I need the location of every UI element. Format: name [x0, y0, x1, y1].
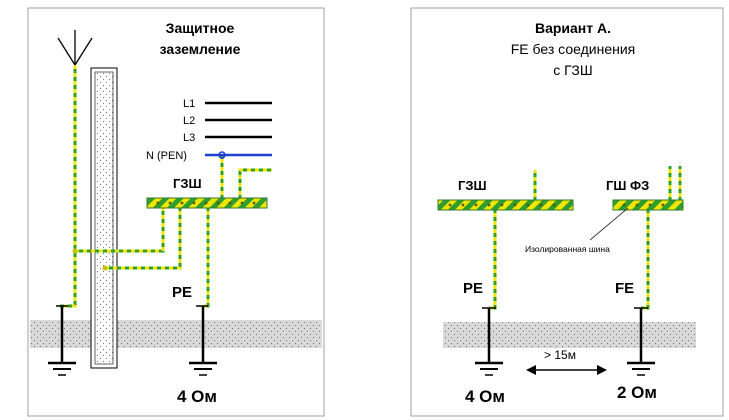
left-pe-label: PE: [172, 284, 192, 301]
right-title-line3: с ГЗШ: [553, 62, 592, 78]
right-title-line2: FE без соединения: [511, 41, 636, 57]
left-resistance-label: 4 Ом: [177, 387, 217, 406]
conductor-label-n: N (PEN): [146, 150, 187, 162]
pe-conductors: [489, 166, 682, 310]
conductor-label-l3: L3: [183, 132, 195, 144]
right-title-line1: Вариант А.: [535, 20, 611, 36]
right-panel: Вариант А. FE без соединения с ГЗШ ГЗШ: [410, 7, 724, 417]
right-fe-label: FE: [615, 280, 634, 297]
right-bus2-label: ГШ ФЗ: [606, 178, 649, 193]
antenna-icon: [57, 30, 93, 66]
callout-line: [589, 207, 629, 241]
ground-electrode-icon: [189, 305, 217, 376]
right-panel-frame: [410, 7, 724, 417]
left-title-line2: заземление: [160, 41, 241, 57]
ground-electrode-icon: [48, 305, 76, 376]
conductor-label-l1: L1: [183, 98, 195, 110]
ground-electrode-icon: [475, 307, 503, 376]
right-resistance2-label: 2 Ом: [617, 383, 657, 402]
distance-arrow-icon: [526, 365, 607, 375]
right-bus1-label: ГЗШ: [458, 178, 487, 193]
right-resistance1-label: 4 Ом: [465, 387, 505, 406]
conductor-label-l2: L2: [183, 115, 195, 127]
left-panel: Защитное заземление: [27, 7, 325, 417]
left-bus-label: ГЗШ: [173, 176, 202, 191]
left-panel-frame: [27, 7, 325, 417]
left-title-line1: Защитное: [166, 20, 235, 36]
main-ground-bus: [437, 199, 574, 211]
distance-label: > 15м: [544, 348, 576, 362]
phase-conductors: [205, 101, 272, 159]
functional-ground-bus: [612, 199, 684, 211]
right-pe-label: PE: [463, 280, 483, 297]
ground-electrode-icon: [627, 307, 655, 376]
insulated-bus-label: Изолированная шина: [525, 244, 610, 254]
